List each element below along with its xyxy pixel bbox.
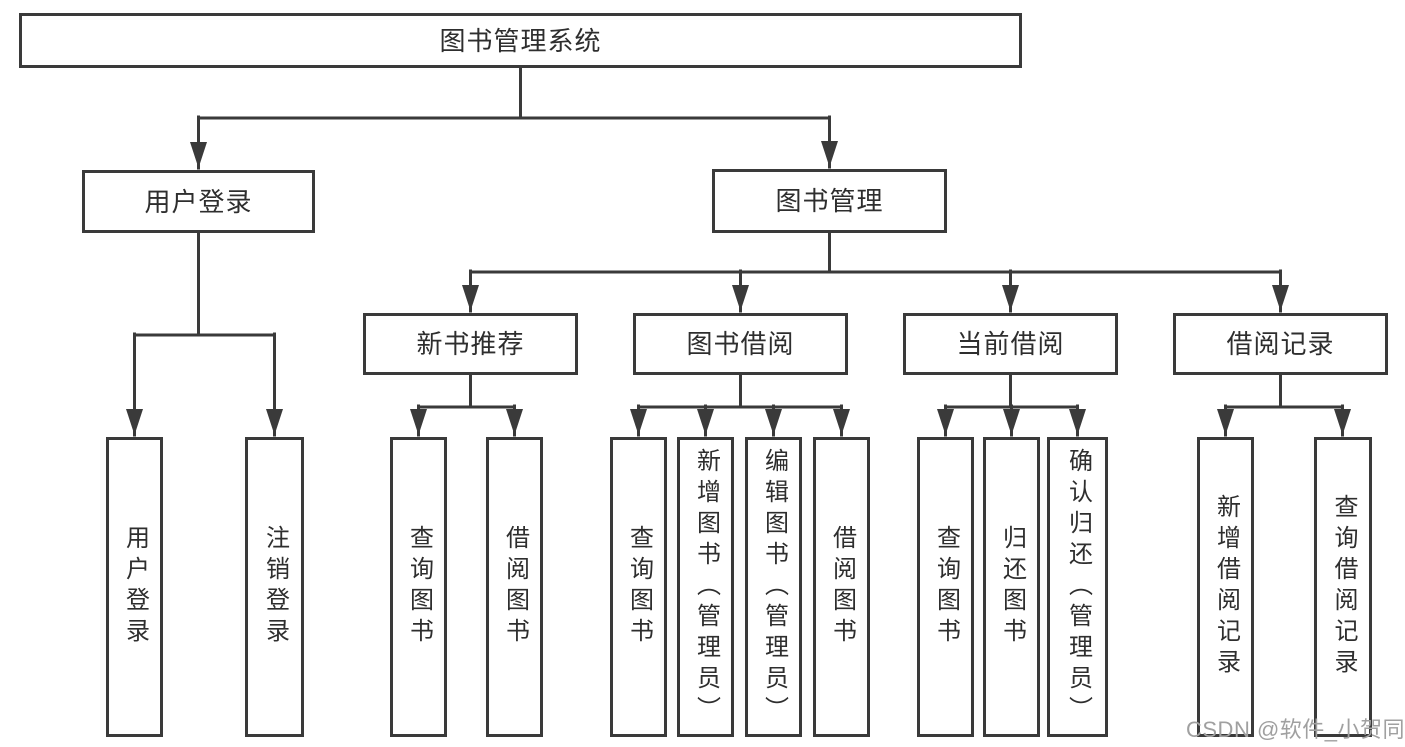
node-book-management: 图书管理 (712, 169, 947, 233)
node-user-login: 用户登录 (82, 170, 315, 233)
csdn-watermark: CSDN @软件_小贺同学 (1186, 717, 1405, 742)
node-leaf-query-book-2: 查询图书 (610, 437, 667, 737)
node-leaf-return-book: 归还图书 (983, 437, 1040, 737)
connector-book-management-split (462, 231, 1289, 313)
connector-root-split (190, 66, 838, 170)
node-current-borrow: 当前借阅 (903, 313, 1118, 375)
connector-book-borrow-split (630, 373, 850, 437)
node-leaf-add-book-admin: 新增图书（管理员） (677, 437, 734, 737)
node-leaf-user-login: 用户登录 (106, 437, 163, 737)
connector-user-login-split (126, 231, 283, 437)
node-leaf-borrow-book-2: 借阅图书 (813, 437, 870, 737)
node-leaf-add-borrow-record: 新增借阅记录 (1197, 437, 1254, 737)
connector-current-borrow-split (937, 373, 1086, 437)
node-borrow-records: 借阅记录 (1173, 313, 1388, 375)
node-leaf-edit-book-admin: 编辑图书（管理员） (745, 437, 802, 737)
connector-borrow-records-split (1217, 373, 1351, 437)
node-root-library-system: 图书管理系统 (19, 13, 1022, 68)
node-leaf-confirm-return-admin: 确认归还（管理员） (1047, 437, 1108, 737)
node-leaf-query-book-3: 查询图书 (917, 437, 974, 737)
node-book-borrow: 图书借阅 (633, 313, 848, 375)
node-leaf-query-borrow-record: 查询借阅记录 (1314, 437, 1372, 737)
node-new-book-recommend: 新书推荐 (363, 313, 578, 375)
node-leaf-query-book-1: 查询图书 (390, 437, 447, 737)
node-leaf-logout: 注销登录 (245, 437, 304, 737)
connector-new-book-recommend-split (410, 373, 523, 437)
node-leaf-borrow-book-1: 借阅图书 (486, 437, 543, 737)
